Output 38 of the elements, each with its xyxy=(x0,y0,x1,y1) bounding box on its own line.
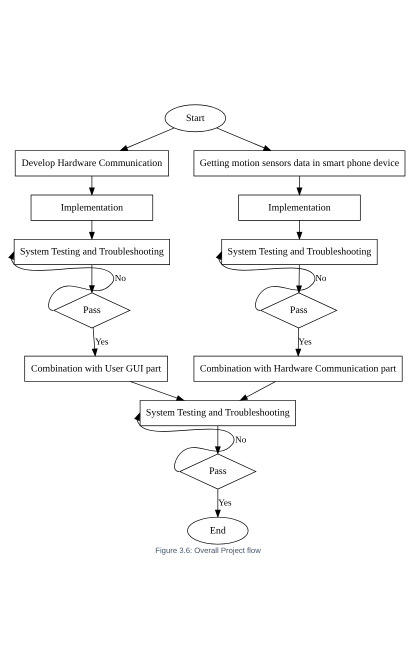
node-box: Implementation xyxy=(238,194,361,221)
edge-label: No xyxy=(315,273,326,284)
arrow xyxy=(130,381,185,401)
arrow xyxy=(216,128,272,152)
arrow xyxy=(239,381,276,401)
node-box: System Testing and Troubleshooting xyxy=(14,238,170,266)
edge-label: Yes xyxy=(95,336,108,346)
caption: Figure 3.6: Overall Project flow xyxy=(155,546,261,556)
arrow xyxy=(216,251,316,311)
arrow xyxy=(214,488,221,518)
arrow xyxy=(295,328,302,358)
edge-label: No xyxy=(235,434,246,444)
node-diamond: Pass xyxy=(53,292,131,328)
node-ellipse: End xyxy=(187,516,248,545)
arrow xyxy=(134,412,234,472)
arrow xyxy=(88,220,95,240)
arrow xyxy=(88,264,95,294)
arrow xyxy=(88,176,95,196)
arrow xyxy=(214,426,221,455)
arrow xyxy=(119,128,174,152)
node-ellipse: Start xyxy=(164,104,226,132)
arrow xyxy=(92,327,98,358)
arrow xyxy=(8,251,114,311)
node-diamond: Pass xyxy=(179,454,257,490)
edge-label: No xyxy=(114,273,126,284)
node-box: Getting motion sensors data in smart phone device xyxy=(194,150,406,176)
edge-label: Yes xyxy=(298,336,312,346)
node-box: Combination with Hardware Communication part xyxy=(194,356,403,382)
node-diamond: Pass xyxy=(260,292,338,328)
node-box: Combination with User GUI part xyxy=(24,356,168,382)
arrow xyxy=(296,176,302,196)
arrow xyxy=(296,220,302,240)
node-box: Develop Hardware Communication xyxy=(14,150,169,176)
node-box: System Testing and Troubleshooting xyxy=(140,400,296,426)
node-box: System Testing and Troubleshooting xyxy=(221,238,378,266)
node-box: Implementation xyxy=(30,194,154,221)
edge-label: Yes xyxy=(218,498,232,508)
arrow xyxy=(296,264,302,294)
